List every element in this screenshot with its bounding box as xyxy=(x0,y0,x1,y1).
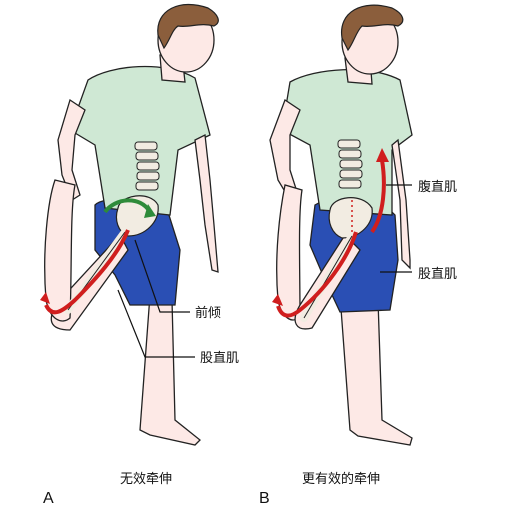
figure-b-standing-leg xyxy=(339,294,413,446)
figure-b-rectus-femoris-muscle xyxy=(276,231,358,318)
figure-b-rectus-abdominis-muscle xyxy=(370,159,386,234)
figure-a-back-arm xyxy=(57,98,86,201)
panel-letter-b: B xyxy=(259,490,270,507)
caption-b: 更有效的牵伸 xyxy=(302,472,381,487)
label-rectus-femoris-b: 股直肌 xyxy=(418,267,458,282)
figure-a-shin xyxy=(44,179,76,322)
figure-b-rectus-abdominis-arrowhead xyxy=(376,148,389,162)
figure-a-rectus-femoris-arrowhead xyxy=(40,292,50,304)
figure-a-standing-leg xyxy=(139,294,201,446)
label-rectus-abdominis: 腹直肌 xyxy=(418,180,458,195)
figure-a-shirt xyxy=(69,65,211,216)
figure-a-hair xyxy=(157,3,219,50)
figure-a-drawing xyxy=(40,3,219,446)
figure-b-hair xyxy=(341,4,404,52)
panel-letter-a: A xyxy=(43,490,54,507)
figure-a-rf-leader xyxy=(117,289,195,358)
figure-b-drawing xyxy=(269,4,413,446)
figure-a-tilt-leader xyxy=(134,239,190,313)
figure-b-shin xyxy=(276,184,303,321)
figure-b-front-arm xyxy=(391,138,411,270)
caption-a: 无效牵伸 xyxy=(120,472,173,487)
figure-a-spine xyxy=(134,141,160,191)
figure-b-rectus-femoris-arrowhead xyxy=(272,294,283,306)
label-rectus-femoris-a: 股直肌 xyxy=(200,351,240,366)
figure-b-pelvis xyxy=(328,197,373,239)
label-tilt: 前倾 xyxy=(195,306,222,321)
figure-b-spine xyxy=(337,139,363,189)
figure-a-front-arm xyxy=(194,134,219,273)
figure-a-rectus-femoris-muscle xyxy=(44,229,130,315)
